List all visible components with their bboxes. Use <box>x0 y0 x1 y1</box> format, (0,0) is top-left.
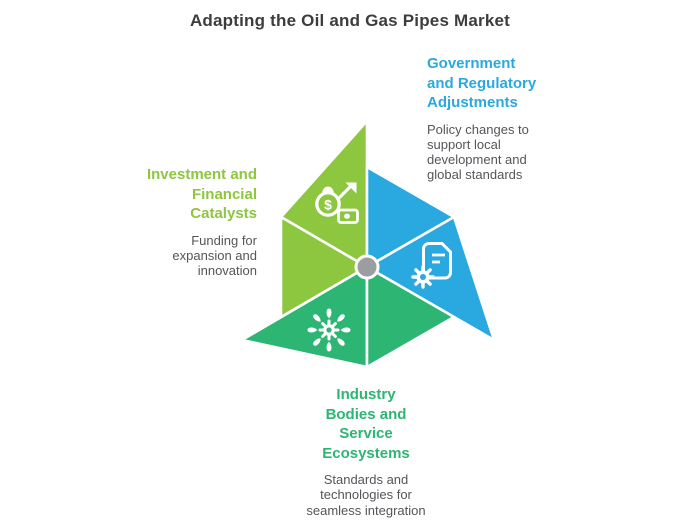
government-heading: Government and Regulatory Adjustments <box>427 54 607 113</box>
investment-heading: Investment and Financial Catalysts <box>77 165 257 224</box>
description-line: support local <box>427 136 501 152</box>
description-line: expansion and <box>172 247 257 263</box>
description-line: global standards <box>427 167 523 183</box>
heading-line: Government <box>427 55 516 72</box>
gear-drops-icon <box>307 308 351 352</box>
money-bag-growth-icon: $ <box>315 182 359 224</box>
heading-line: Service <box>339 425 393 442</box>
industry-description: Standards and technologies for seamless … <box>266 472 466 518</box>
investment-label-block: Investment and Financial Catalysts Fundi… <box>77 165 257 278</box>
industry-heading: Industry Bodies and Service Ecosystems <box>266 385 466 463</box>
segment-industry-blade-right <box>365 265 456 369</box>
heading-line: Catalysts <box>190 205 257 222</box>
heading-line: Bodies and <box>325 405 407 423</box>
page-title: Adapting the Oil and Gas Pipes Market <box>189 11 511 30</box>
description-line: Funding for <box>191 232 257 248</box>
description-line: technologies for <box>320 487 412 503</box>
description-line: seamless integration <box>306 502 426 518</box>
dollar-glyph: $ <box>324 196 332 212</box>
heading-line: Ecosystems <box>322 444 410 462</box>
heading-line: Industry <box>336 386 396 403</box>
heading-line: Investment and <box>146 166 257 183</box>
heading-line: and Regulatory <box>427 74 537 92</box>
description-line: Policy changes to <box>427 121 529 137</box>
investment-description: Funding for expansion and innovation <box>77 233 257 279</box>
government-description: Policy changes to support local developm… <box>427 122 607 183</box>
heading-line: Financial <box>191 185 257 203</box>
government-label-block: Government and Regulatory Adjustments Po… <box>427 54 607 183</box>
description-line: Standards and <box>323 472 409 487</box>
industry-label-block: Industry Bodies and Service Ecosystems S… <box>266 385 466 518</box>
document-gear-icon <box>411 242 452 289</box>
center-hub-dot <box>354 254 380 280</box>
heading-line: Adjustments <box>427 94 518 111</box>
description-line: innovation <box>197 263 257 279</box>
description-line: development and <box>427 152 527 168</box>
